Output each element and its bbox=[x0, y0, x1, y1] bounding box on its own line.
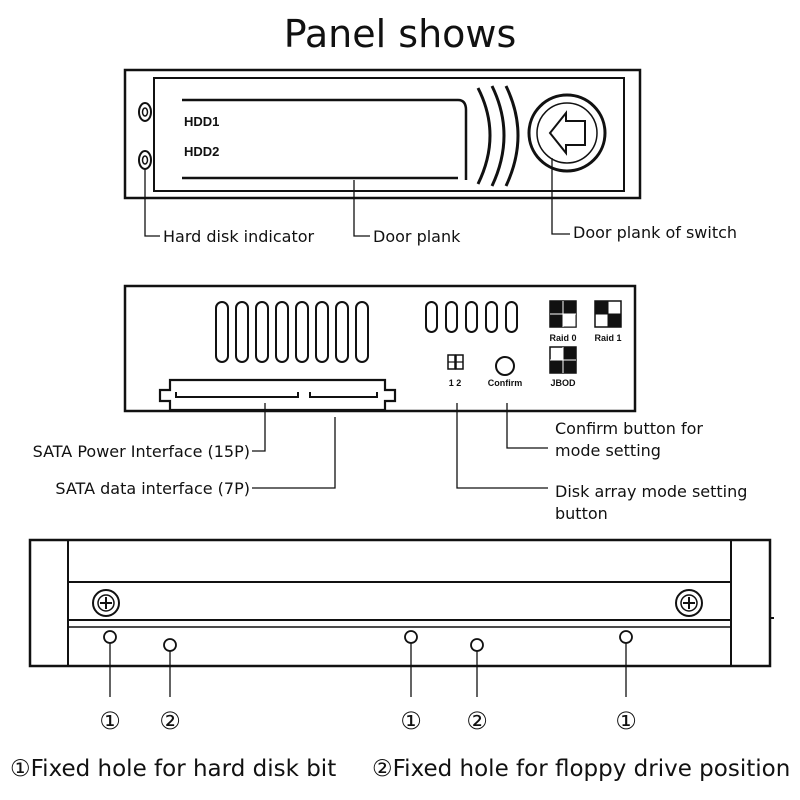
door-switch-knob bbox=[527, 93, 607, 173]
legend-item-floppy: ②Fixed hole for floppy drive position bbox=[372, 756, 790, 782]
sata-connector bbox=[158, 378, 397, 412]
hole-marker-2: ② bbox=[466, 707, 488, 735]
indicator-leader-line bbox=[144, 169, 160, 237]
jbod-label: JBOD bbox=[550, 378, 576, 388]
raid0-icon bbox=[549, 300, 577, 328]
door-switch-inner bbox=[536, 102, 598, 164]
door-plank-rib bbox=[504, 85, 520, 187]
mode-leader-line bbox=[456, 403, 548, 489]
hole-marker-2: ② bbox=[159, 707, 181, 735]
hard-disk-hole bbox=[404, 630, 418, 644]
hdd2-label: HDD2 bbox=[184, 144, 219, 159]
raid1-label: Raid 1 bbox=[594, 333, 621, 343]
sata-data-leader-line bbox=[252, 417, 336, 489]
hole-marker-1: ① bbox=[400, 707, 422, 735]
sata-power-leader-line bbox=[252, 403, 266, 452]
door-plank-caption: Door plank bbox=[373, 227, 461, 246]
switch-leader-line bbox=[551, 158, 570, 235]
rear-vents-left bbox=[215, 301, 369, 363]
side-panel-frame bbox=[28, 538, 772, 668]
legend-item-hard-disk: ①Fixed hole for hard disk bit bbox=[10, 756, 336, 782]
sata-power-slot bbox=[175, 392, 299, 398]
hole-marker-1: ① bbox=[99, 707, 121, 735]
hard-disk-indicator-caption: Hard disk indicator bbox=[163, 227, 315, 246]
hdd2-indicator-light bbox=[138, 150, 152, 170]
rear-panel bbox=[123, 284, 637, 489]
door-switch-caption: Door plank of switch bbox=[573, 223, 737, 242]
floppy-hole bbox=[470, 638, 484, 652]
confirm-caption-line2: mode setting bbox=[555, 441, 661, 460]
side-panel bbox=[28, 538, 774, 697]
sata-data-slot bbox=[309, 392, 378, 398]
door-plank-rib bbox=[476, 87, 492, 185]
confirm-caption-line1: Confirm button for bbox=[555, 419, 703, 438]
front-panel-frame bbox=[123, 68, 642, 200]
hdd2-indicator-inner bbox=[141, 155, 149, 165]
hdd1-indicator-light bbox=[138, 102, 152, 122]
dip-switch-numbers: 1 2 bbox=[449, 378, 462, 388]
confirm-leader-line bbox=[506, 403, 548, 449]
mode-caption-line1: Disk array mode setting bbox=[555, 482, 747, 501]
rear-vents-right bbox=[425, 301, 518, 333]
door-plank-rib bbox=[490, 85, 506, 187]
screw-icon bbox=[675, 589, 703, 617]
hole-marker-1: ① bbox=[615, 707, 637, 735]
hdd1-label: HDD1 bbox=[184, 114, 219, 129]
door-plank-leader-line bbox=[353, 180, 370, 237]
confirm-button bbox=[495, 356, 515, 376]
raid1-icon bbox=[594, 300, 622, 328]
floppy-hole bbox=[163, 638, 177, 652]
mode-caption-line2: button bbox=[555, 504, 608, 523]
front-panel bbox=[123, 68, 642, 237]
sata-power-caption: SATA Power Interface (15P) bbox=[33, 442, 250, 461]
raid0-label: Raid 0 bbox=[549, 333, 576, 343]
front-door-plank-frame bbox=[153, 77, 625, 192]
jbod-icon bbox=[549, 346, 577, 374]
hard-disk-hole bbox=[103, 630, 117, 644]
hard-disk-hole bbox=[619, 630, 633, 644]
door-plank-groove-top bbox=[182, 98, 468, 180]
sata-data-caption: SATA data interface (7P) bbox=[55, 479, 250, 498]
screw-icon bbox=[92, 589, 120, 617]
confirm-label: Confirm bbox=[488, 378, 523, 388]
hdd1-indicator-inner bbox=[141, 107, 149, 117]
arrow-left-icon bbox=[548, 110, 586, 156]
diagram-title: Panel shows bbox=[283, 12, 517, 56]
